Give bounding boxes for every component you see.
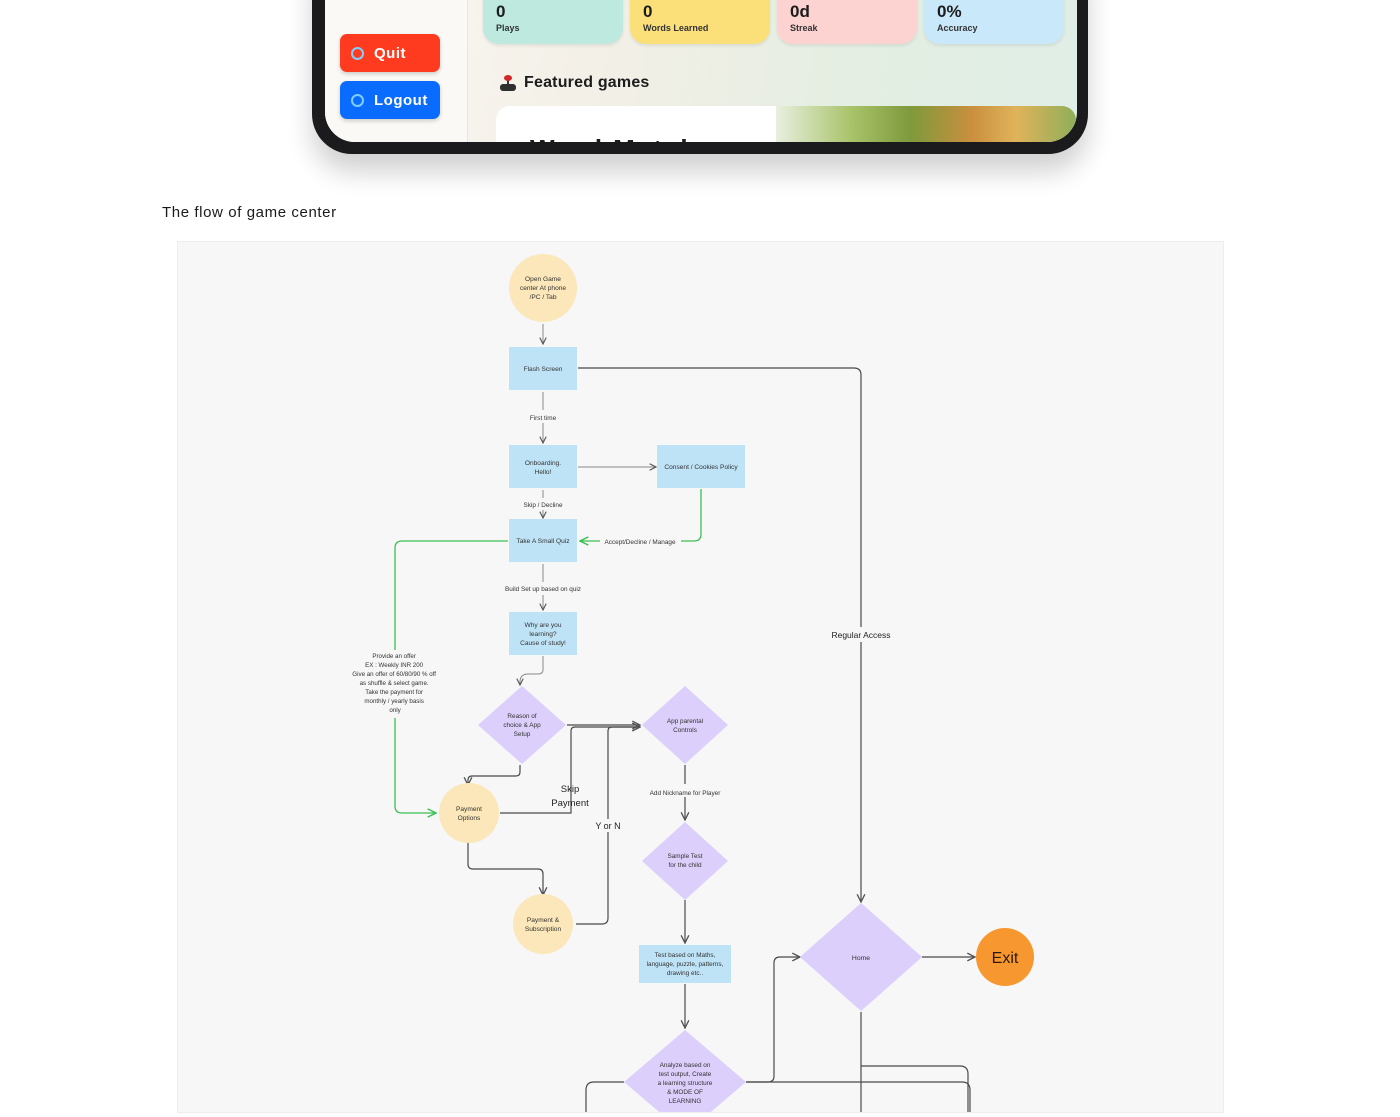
label-payment-subscription: Payment &Subscription [525,917,562,933]
stat-card-accuracy: 0% Accuracy [924,0,1064,44]
node-why-learning [509,612,577,655]
edge-label-offer-note: Provide an offer EX : Weekly INR 200 Giv… [352,653,437,714]
stat-label: Streak [790,23,818,33]
edge-analyze-to-home [746,957,800,1083]
label-home: Home [852,955,870,962]
stat-card-streak: 0d Streak [777,0,917,44]
power-icon [351,93,364,107]
edge-why-to-reason [520,656,544,685]
edge-home-loop [861,1065,969,1112]
stat-value: 0d [790,2,810,21]
logout-button[interactable]: Logout [340,81,440,119]
label-consent: Consent / Cookies Policy [664,464,738,471]
edge-consent-to-quiz [580,489,702,541]
quit-label: Quit [374,44,406,62]
stat-card-words-learned: 0 Words Learned [630,0,770,44]
featured-game-card[interactable]: Word Match [496,106,1076,142]
node-payment-subscription [513,894,573,954]
stat-label: Plays [496,23,520,33]
node-small-quiz [509,519,577,562]
edge-quiz-offer-to-payment [394,540,508,813]
app-screen: Quit Logout 0 Plays 0 Words Learned 0d S… [325,0,1077,142]
label-flash-screen: Flash Screen [524,366,563,373]
node-open-game-center [509,254,577,322]
game-card-title: Word Match [530,134,698,142]
device-mockup: Quit Logout 0 Plays 0 Words Learned 0d S… [312,0,1088,154]
edge-analyze-left [585,1081,624,1112]
stat-value: 0 [496,2,506,21]
stat-card-plays: 0 Plays [483,0,623,44]
node-reason-choice [478,686,566,764]
node-test-based [639,945,731,983]
edge-label-add-nickname: Add Nickname for Player [650,790,722,797]
node-exit [976,928,1034,986]
edge-payment-to-subscription [467,841,543,895]
edge-subscription-y-or-n [576,727,640,925]
label-small-quiz: Take A Small Quiz [516,538,569,545]
node-parental-controls [642,686,728,764]
node-analyze [624,1030,746,1117]
edge-label-build-setup: Build Set up based on quiz [505,586,581,593]
edge-label-skip-decline: Skip / Decline [523,502,563,509]
stat-label: Accuracy [937,23,978,33]
node-payment-options [439,783,499,843]
featured-games-heading: Featured games [500,74,650,92]
edge-reason-to-payment [468,765,521,785]
edge-flash-regular-access [578,367,861,902]
sidebar: Quit Logout [325,0,468,142]
edge-label-first-time: First time [530,415,557,422]
stat-value: 0% [937,2,962,21]
label-exit: Exit [992,950,1019,967]
edge-label-accept-decline-manage: Accept/Decline / Manage [604,539,675,546]
quit-button[interactable]: Quit [340,34,440,72]
node-flash-screen [509,347,577,390]
edge-analyze-right [746,1081,971,1112]
node-sample-test [642,822,728,900]
power-icon [351,46,364,60]
joystick-icon [500,75,516,91]
edge-payment-skip [500,727,640,814]
node-home [800,903,922,1011]
label-onboarding: Onboarding.Hello! [525,460,561,476]
featured-title: Featured games [524,74,650,91]
stat-value: 0 [643,2,653,21]
node-onboarding [509,445,577,488]
stat-label: Words Learned [643,23,709,33]
edge-label-regular-access: Regular Access [831,630,890,640]
logout-label: Logout [374,91,428,109]
section-caption: The flow of game center [162,204,337,221]
node-consent [657,445,745,488]
edge-label-y-or-n: Y or N [595,821,620,831]
game-artwork [776,106,1076,142]
label-test-based: Test based on Maths,language, puzzle, pa… [647,952,724,977]
